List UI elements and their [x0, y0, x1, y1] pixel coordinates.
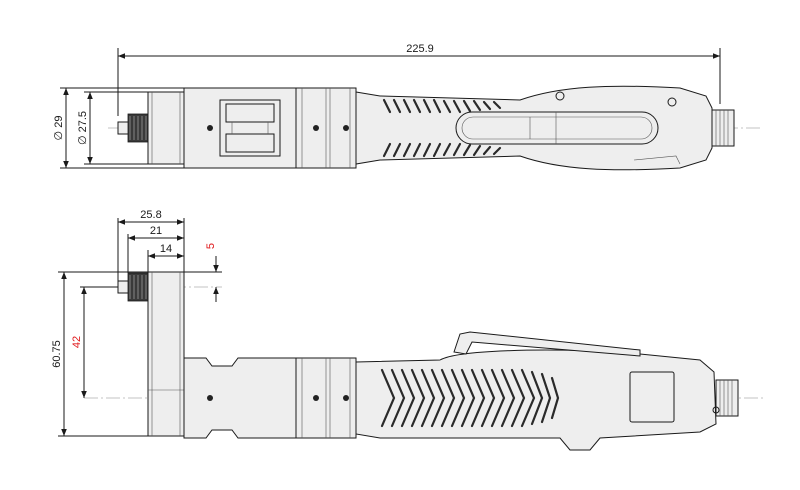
- dim-width-21: 21: [150, 225, 162, 237]
- dim-height-42: 42: [71, 336, 83, 348]
- side-screw-1: [207, 395, 213, 401]
- top-knurl-lines: [129, 116, 147, 140]
- top-slot: [455, 111, 659, 145]
- dim-diameter-29: ∅ 29: [53, 116, 65, 141]
- dim-overall-length: 225.9: [406, 43, 434, 55]
- side-offset-arm: [147, 271, 185, 437]
- dim-width-25-8: 25.8: [140, 209, 161, 221]
- top-housing-block: [183, 87, 297, 169]
- top-grip-body: [355, 85, 713, 171]
- top-screw-3: [343, 125, 349, 131]
- top-window: [219, 99, 281, 157]
- side-clip: [453, 331, 641, 357]
- dim-diameter-27-5: ∅ 27.5: [77, 111, 89, 145]
- side-connector: [715, 379, 739, 417]
- top-ribs-upper: [382, 98, 502, 114]
- side-view: 25.8 21 14 5 60.75 42: [51, 209, 764, 451]
- top-front-collar: [147, 91, 185, 165]
- top-view: 225.9 ∅ 29 ∅ 27.5: [53, 43, 760, 171]
- dim-offset-5: 5: [205, 243, 217, 249]
- top-hole-1: [555, 91, 565, 101]
- dim-height-60-75: 60.75: [51, 340, 63, 368]
- top-hole-2: [667, 97, 677, 107]
- top-screw-1: [207, 125, 213, 131]
- side-housing-block: [183, 357, 297, 439]
- top-screw-2: [313, 125, 319, 131]
- top-connector: [711, 109, 735, 147]
- top-ribs-lower: [382, 142, 502, 158]
- side-screw-3: [343, 395, 349, 401]
- side-grip-body: [355, 349, 717, 451]
- side-screw-2: [313, 395, 319, 401]
- side-switch-window: [629, 371, 675, 423]
- dim-width-14: 14: [160, 243, 172, 255]
- side-chevron-ribs: [380, 368, 560, 428]
